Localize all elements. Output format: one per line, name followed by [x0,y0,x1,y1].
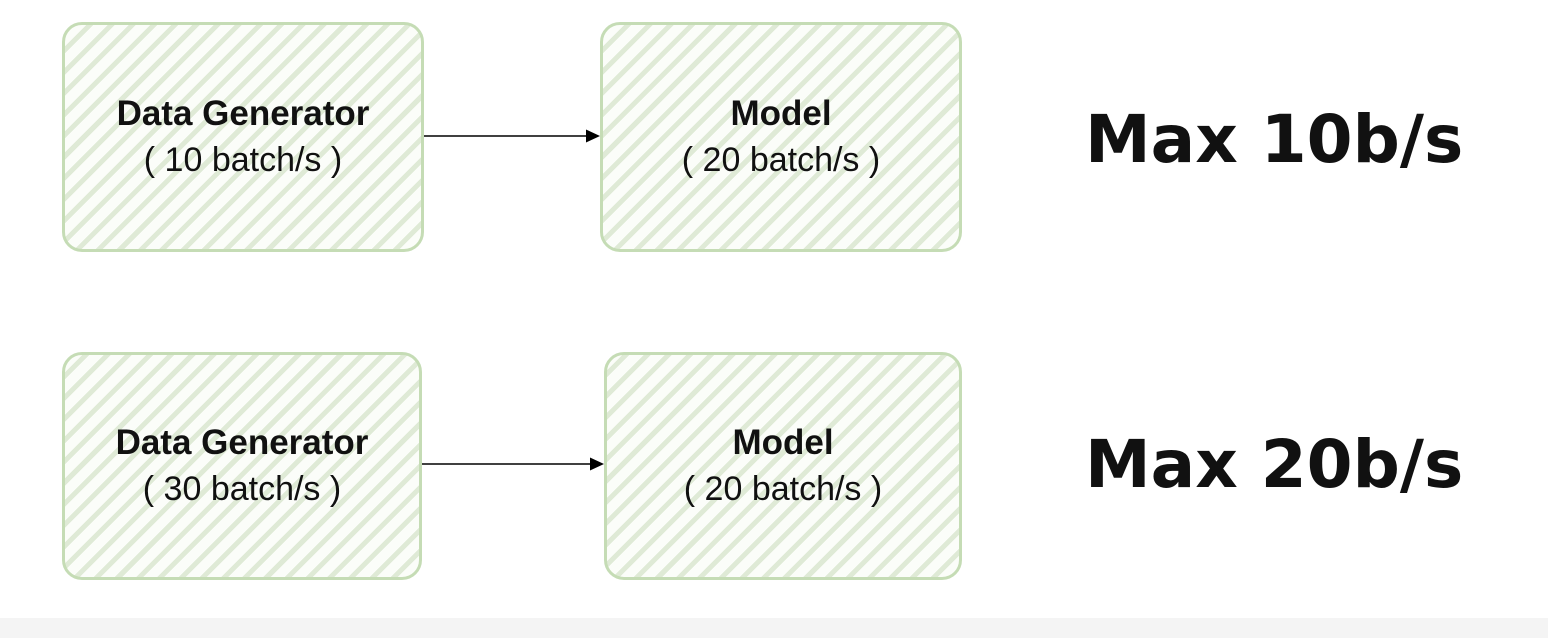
model-node-1: Model ( 20 batch/s ) [600,22,962,252]
max-throughput-label-2: Max 20b/s [1085,426,1464,503]
model-rate-2: ( 20 batch/s ) [683,470,883,508]
data-generator-rate-1: ( 10 batch/s ) [143,141,343,179]
bottom-strip [0,618,1548,638]
data-generator-title-2: Data Generator [115,423,369,462]
max-throughput-label-1: Max 10b/s [1085,101,1464,178]
data-generator-node-1: Data Generator ( 10 batch/s ) [62,22,424,252]
model-node-2: Model ( 20 batch/s ) [604,352,962,580]
connector-arrow-2 [422,457,604,471]
data-generator-node-2: Data Generator ( 30 batch/s ) [62,352,422,580]
data-generator-rate-2: ( 30 batch/s ) [142,470,342,508]
model-rate-1: ( 20 batch/s ) [681,141,881,179]
model-title-1: Model [730,94,832,133]
data-generator-title-1: Data Generator [116,94,370,133]
connector-arrow-1 [424,129,600,143]
model-title-2: Model [732,423,834,462]
